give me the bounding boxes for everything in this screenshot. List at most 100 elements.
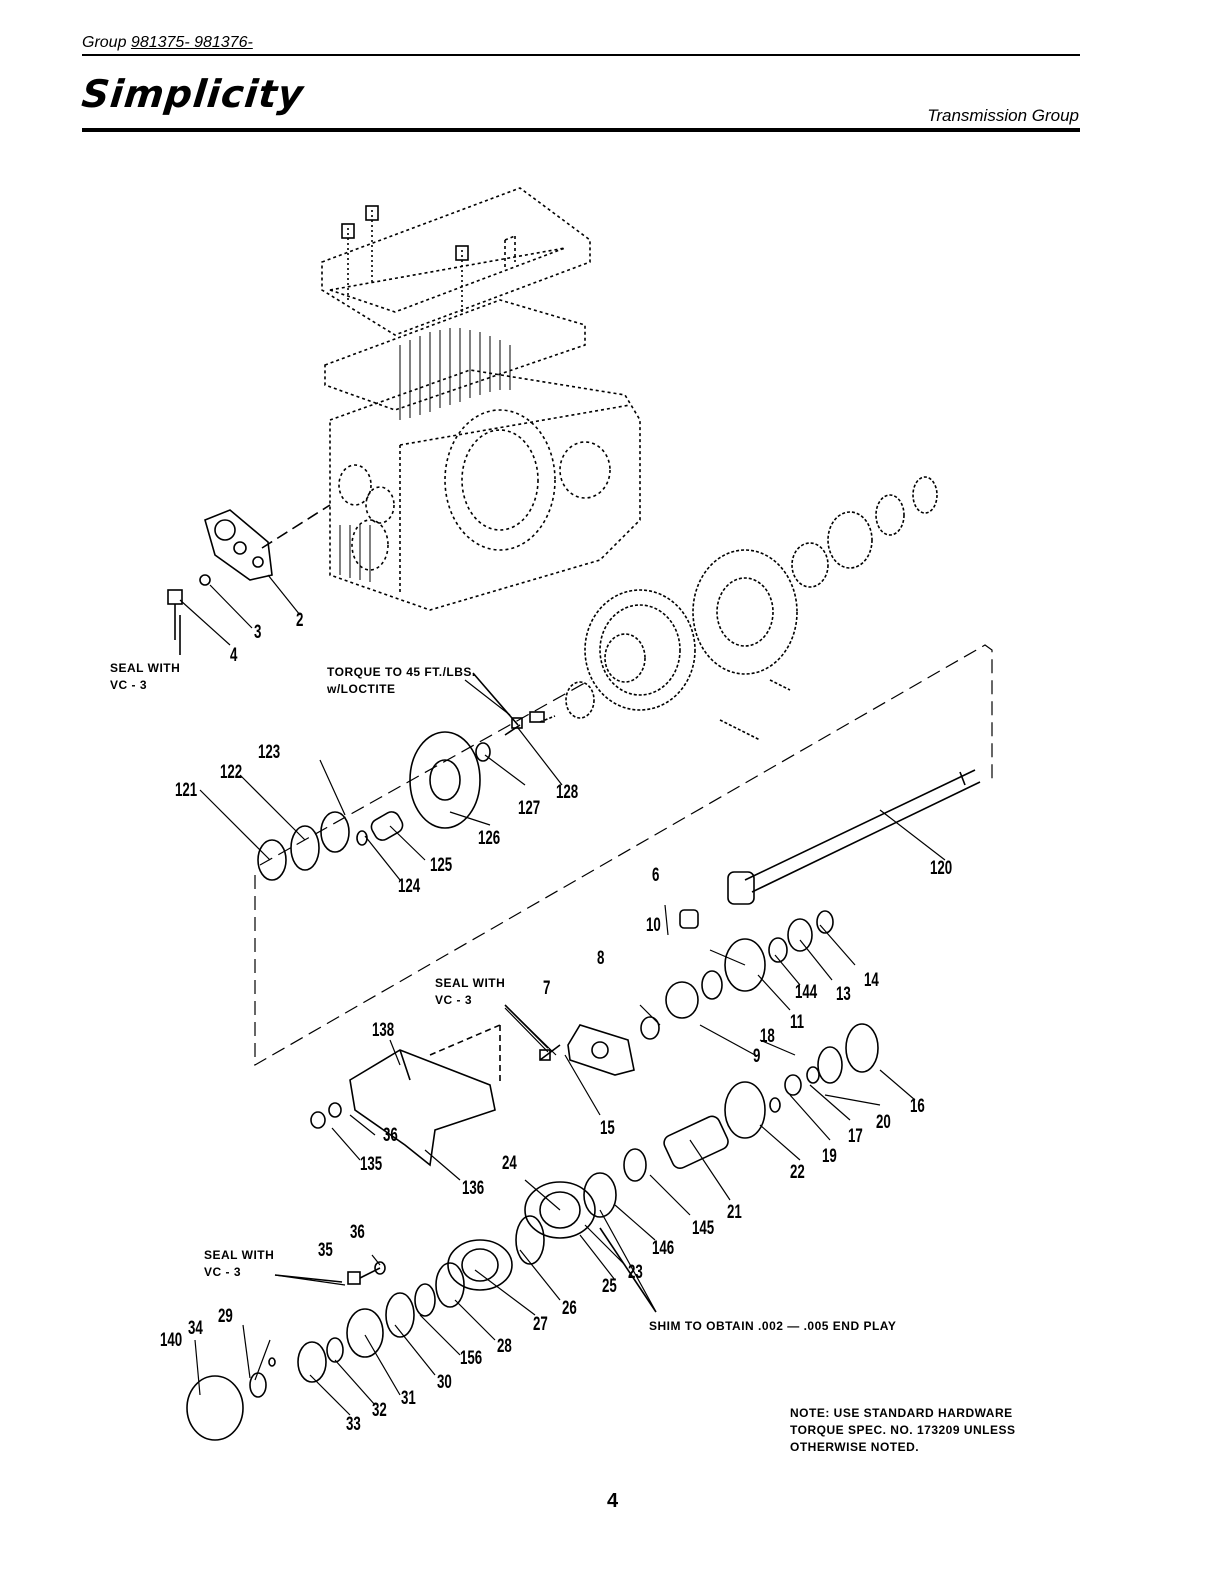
note-line: SEAL WITH — [435, 976, 506, 990]
callout-128: 128 — [556, 782, 579, 803]
callout-4: 4 — [230, 645, 238, 666]
housing-internal-gears — [339, 328, 511, 582]
bolt-35 — [347, 1267, 381, 1285]
page-number: 4 — [606, 1490, 619, 1512]
callout-19: 19 — [822, 1146, 837, 1167]
callout-16: 16 — [910, 1096, 925, 1117]
assembly-line-1 — [261, 504, 331, 549]
washer-10 — [701, 970, 723, 1000]
bearing-121 — [257, 839, 287, 881]
callout-127: 127 — [518, 798, 541, 819]
ring-34 — [249, 1372, 267, 1398]
callout-35: 35 — [318, 1240, 333, 1261]
header-top-rule — [82, 54, 1080, 56]
callout-17: 17 — [848, 1126, 863, 1147]
callout-27: 27 — [533, 1314, 548, 1335]
nut-135 — [310, 1111, 326, 1129]
callout-22: 22 — [790, 1162, 805, 1183]
bushing-144 — [768, 937, 788, 963]
callout-23: 23 — [628, 1262, 643, 1283]
note-line: TORQUE SPEC. NO. 173209 UNLESS — [790, 1423, 1016, 1437]
cover-bolts — [341, 205, 469, 315]
callout-28: 28 — [497, 1336, 512, 1357]
snap-ring-122 — [290, 825, 320, 871]
note-line: SEAL WITH — [110, 661, 181, 675]
note-seal-vc3-b: SEAL WITH VC - 3 — [435, 975, 505, 1009]
pin-29 — [268, 1357, 276, 1367]
seal-123 — [320, 811, 350, 853]
callout-123: 123 — [258, 742, 281, 763]
note-line: VC - 3 — [204, 1265, 242, 1279]
spring-9 — [665, 981, 699, 1019]
retainer-24 — [524, 1181, 596, 1239]
flange-126 — [409, 731, 491, 829]
transmission-housing — [329, 369, 641, 611]
callout-121: 121 — [175, 780, 198, 801]
note-line: VC - 3 — [435, 993, 473, 1007]
ring-19 — [769, 1097, 781, 1113]
ring-18 — [784, 1074, 802, 1096]
callout-122: 122 — [220, 762, 243, 783]
callout-120: 120 — [930, 858, 953, 879]
callout-20: 20 — [876, 1112, 891, 1133]
callout-145: 145 — [692, 1218, 715, 1239]
header-group-line: Group 981375- 981376- — [82, 34, 253, 52]
cup-16 — [845, 1023, 879, 1073]
callout-7: 7 — [543, 978, 551, 999]
callout-18: 18 — [760, 1026, 775, 1047]
leaders — [179, 574, 946, 1416]
callout-31: 31 — [401, 1388, 416, 1409]
callout-8: 8 — [597, 948, 605, 969]
callout-126: 126 — [478, 828, 501, 849]
cap-140 — [186, 1375, 244, 1441]
cover-plate — [321, 187, 591, 336]
note-standard-hardware: NOTE: USE STANDARD HARDWARE TORQUE SPEC.… — [790, 1405, 1016, 1456]
washer-36a — [328, 1102, 342, 1118]
shield-138 — [349, 1049, 496, 1167]
gasket-26 — [515, 1215, 545, 1265]
callout-2: 2 — [296, 610, 304, 631]
group-prefix: Group — [82, 34, 127, 51]
callout-9: 9 — [753, 1046, 761, 1067]
callout-135: 135 — [360, 1154, 383, 1175]
callout-25: 25 — [602, 1276, 617, 1297]
ring-124 — [356, 830, 368, 846]
ring-8 — [640, 1016, 660, 1040]
callout-13: 13 — [836, 984, 851, 1005]
callout-21: 21 — [727, 1202, 742, 1223]
section-title: Transmission Group — [927, 106, 1079, 125]
seal-arrow-c — [274, 1274, 343, 1283]
callout-36b: 36 — [350, 1222, 365, 1243]
shift-bracket — [204, 509, 273, 581]
note-line: OTHERWISE NOTED. — [790, 1440, 920, 1454]
callout-3: 3 — [254, 622, 262, 643]
callout-30: 30 — [437, 1372, 452, 1393]
bevel-gear-assembly — [539, 476, 938, 741]
seal-33 — [297, 1341, 327, 1383]
note-line: w/LOCTITE — [327, 682, 396, 696]
callout-125: 125 — [430, 855, 453, 876]
cup-146 — [583, 1172, 617, 1218]
gear-31 — [346, 1308, 384, 1358]
shim-arrow — [599, 1227, 657, 1313]
bearing-30 — [385, 1292, 415, 1338]
callout-15: 15 — [600, 1118, 615, 1139]
torque-arrow — [472, 672, 519, 726]
gasket — [324, 299, 586, 411]
washer-13 — [787, 918, 813, 952]
callout-36a: 36 — [383, 1125, 398, 1146]
shaft-21 — [663, 1115, 729, 1169]
callout-24: 24 — [502, 1153, 517, 1174]
bearing-145 — [623, 1148, 647, 1182]
ring-32 — [326, 1337, 344, 1363]
gear-22 — [724, 1081, 766, 1139]
callout-14: 14 — [864, 970, 879, 991]
callout-138: 138 — [372, 1020, 395, 1041]
callout-6: 6 — [652, 865, 660, 886]
ring-17 — [806, 1066, 820, 1084]
shaft-120 — [727, 769, 981, 905]
note-shim: SHIM TO OBTAIN .002 — .005 END PLAY — [649, 1319, 897, 1333]
seal-arrow-b — [504, 1004, 549, 1049]
callout-11: 11 — [790, 1012, 805, 1033]
bolt-128 — [504, 711, 545, 736]
